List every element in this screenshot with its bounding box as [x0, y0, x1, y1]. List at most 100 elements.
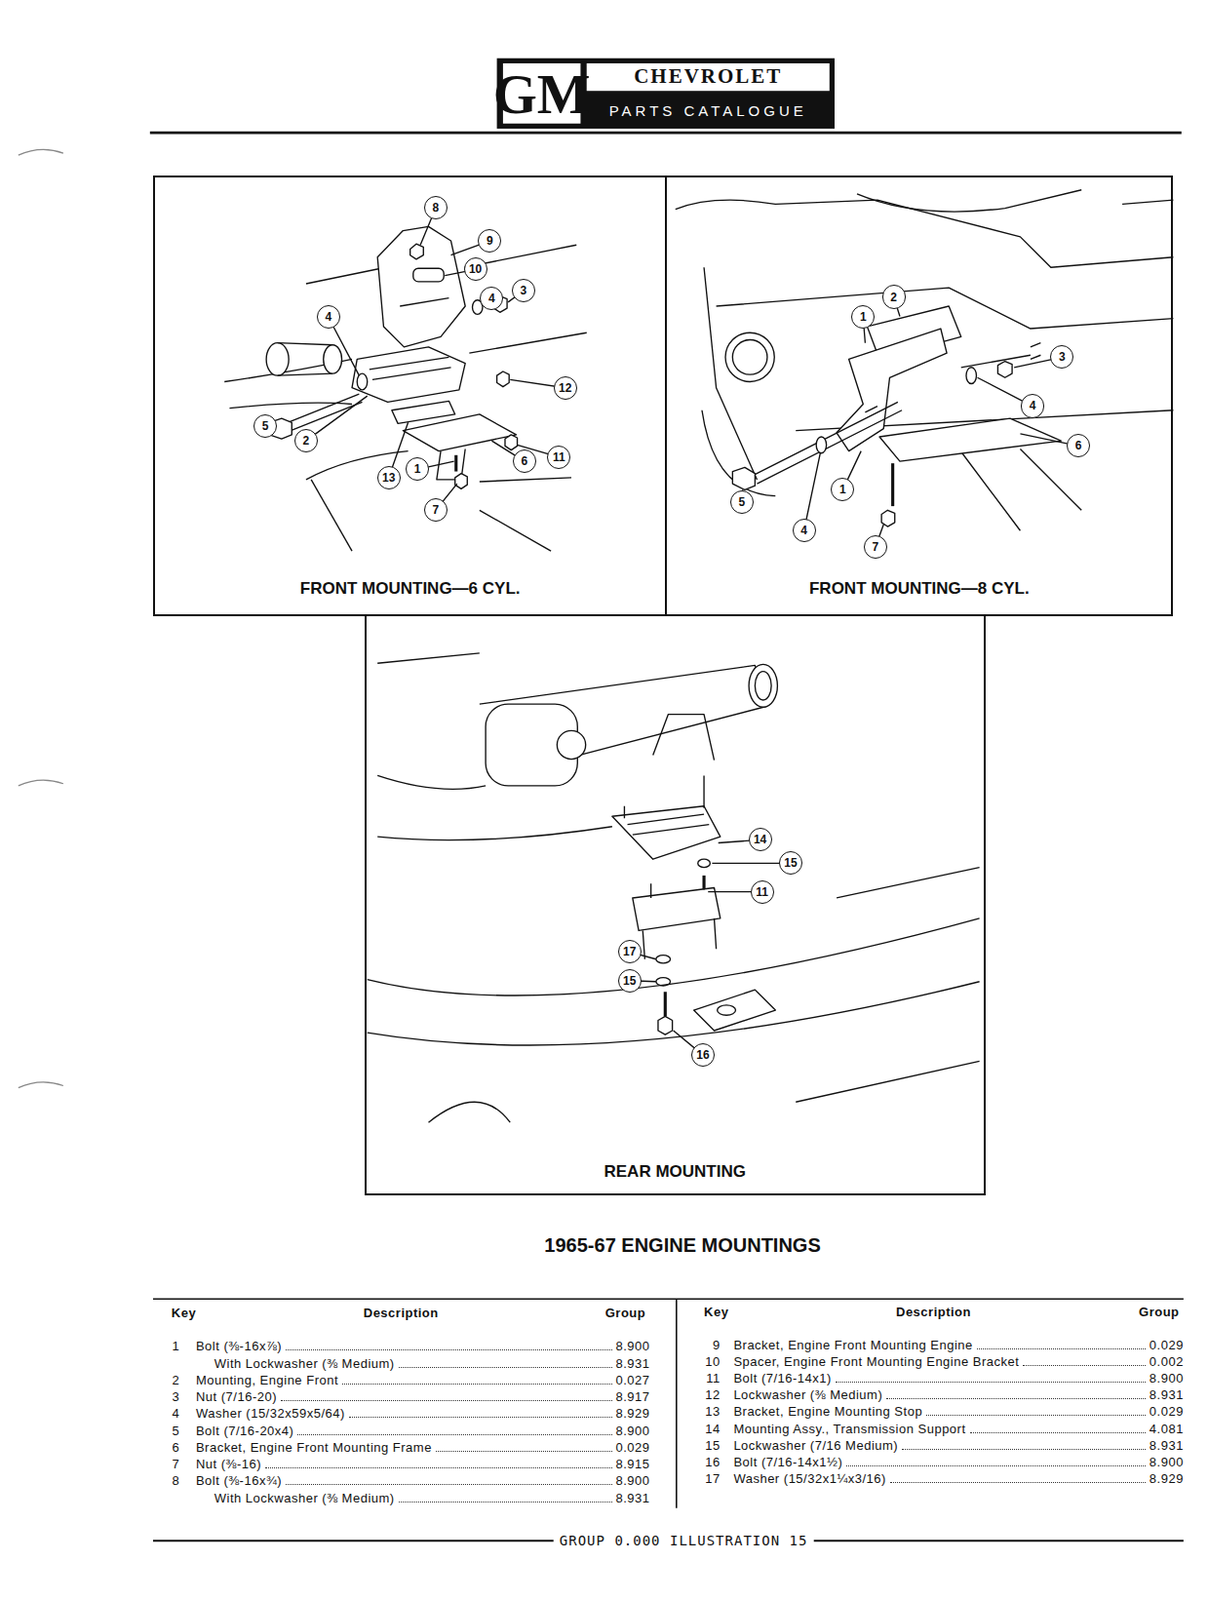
logo-mark: GM	[493, 61, 591, 127]
panel-caption: REAR MOUNTING	[599, 1162, 749, 1182]
parts-row: Bolt (⅜-16x⅞) 8.900	[195, 1338, 651, 1355]
callout-number: 3	[1058, 350, 1066, 363]
callout-number: 10	[468, 263, 482, 275]
group-number: 0.029	[1149, 1403, 1184, 1420]
group-number: 8.900	[616, 1423, 651, 1440]
binder-marks	[18, 149, 64, 1088]
leader-dots	[901, 1447, 1146, 1450]
key-number: 5	[150, 1423, 180, 1440]
group-number: 8.900	[1149, 1454, 1184, 1471]
part-description: Nut (⅜-16)	[195, 1456, 262, 1473]
callout-number: 11	[552, 451, 566, 464]
table-header: Description	[363, 1305, 439, 1321]
callout-number: 7	[431, 504, 439, 516]
leader-dots	[846, 1464, 1146, 1467]
callout-circle: 5	[253, 414, 277, 438]
group-number: 0.029	[1149, 1337, 1184, 1354]
leader-dots	[398, 1500, 613, 1503]
catalogue-name: PARTS CATALOGUE	[609, 102, 808, 119]
page-title: 1965-67 ENGINE MOUNTINGS	[544, 1233, 820, 1257]
callout-number: 16	[696, 1049, 709, 1061]
group-number: 8.915	[616, 1456, 651, 1473]
part-description: Spacer, Engine Front Mounting Engine Bra…	[733, 1354, 1019, 1370]
callout-number: 11	[755, 886, 769, 898]
parts-row: Washer (15/32x59x5/64) 8.929	[195, 1405, 651, 1422]
leader-dots	[1022, 1363, 1145, 1366]
callout-number: 17	[623, 945, 636, 958]
part-description: Lockwasher (⅜ Medium)	[733, 1387, 883, 1403]
callout-circle: 12	[553, 376, 578, 400]
group-number: 8.931	[616, 1356, 651, 1372]
callout-circle: 15	[779, 851, 803, 875]
callout-circle: 5	[730, 490, 754, 514]
callout-number: 7	[872, 541, 880, 553]
group-number: 8.929	[1149, 1471, 1184, 1487]
part-description: With Lockwasher (⅜ Medium)	[214, 1490, 395, 1507]
parts-row: Mounting, Engine Front0.027	[195, 1372, 651, 1389]
brand-name: CHEVROLET	[633, 64, 782, 88]
callout-circle: 3	[511, 278, 536, 303]
page-rules	[150, 132, 1184, 1541]
key-number: 6	[150, 1440, 180, 1456]
table-header: Key	[703, 1304, 729, 1320]
table-header: Key	[171, 1305, 196, 1321]
callout-circle: 16	[691, 1043, 715, 1067]
callout-number: 1	[839, 483, 847, 496]
leader-dots	[285, 1482, 612, 1485]
key-number: 10	[691, 1354, 721, 1370]
group-number: 0.002	[1149, 1354, 1184, 1370]
callout-circle: 15	[618, 969, 642, 993]
callout-circle: 13	[377, 466, 401, 490]
part-description: Washer (15/32x59x5/64)	[195, 1405, 346, 1422]
callout-circle: 1	[405, 457, 429, 481]
callout-number: 2	[890, 291, 897, 304]
eight-cyl-mount-drawing	[675, 190, 1174, 547]
leader-dots	[265, 1466, 612, 1469]
callout-circle: 2	[882, 284, 906, 309]
callout-number: 8	[431, 201, 439, 214]
rear-mount-drawing	[367, 653, 980, 1123]
callout-circle: 9	[477, 229, 502, 253]
table-header: Group	[1138, 1304, 1180, 1320]
callout-circle: 1	[851, 305, 875, 329]
part-description: Bracket, Engine Mounting Stop	[733, 1403, 923, 1420]
group-number: 8.931	[1149, 1438, 1184, 1454]
part-description: With Lockwasher (⅜ Medium)	[214, 1356, 395, 1372]
group-number: 8.929	[616, 1405, 651, 1422]
leader-dots	[835, 1380, 1146, 1383]
callout-number: 4	[800, 524, 808, 537]
part-description: Bolt (7/16-14x1½)	[733, 1454, 843, 1471]
callout-circle: 4	[792, 518, 817, 543]
parts-row: Bolt (7/16-14x1½) 8.900	[733, 1454, 1183, 1471]
callout-number: 13	[382, 471, 395, 484]
leader-dots	[342, 1382, 612, 1385]
callout-circle: 7	[424, 498, 448, 522]
key-number: 13	[691, 1403, 721, 1420]
leader-dots	[890, 1480, 1146, 1483]
key-number: 8	[150, 1473, 180, 1489]
callout-number: 14	[753, 833, 767, 846]
callout-circle: 11	[546, 445, 571, 469]
parts-row: Washer (15/32x1¼x3/16)8.929	[733, 1471, 1183, 1487]
callout-circle: 4	[1020, 393, 1045, 418]
key-number: 3	[150, 1389, 180, 1405]
parts-row: Lockwasher (⅜ Medium)8.931	[733, 1387, 1183, 1403]
callout-circle: 7	[863, 535, 888, 559]
panel-caption: FRONT MOUNTING—8 CYL.	[805, 579, 1034, 599]
part-description: Bracket, Engine Front Mounting Engine	[733, 1337, 973, 1354]
key-number: 12	[691, 1387, 721, 1403]
callout-number: 5	[262, 420, 270, 432]
part-description: Bolt (⅜-16x⅞)	[195, 1338, 282, 1355]
illustration-panel: FRONT MOUNTING—6 CYL.891043451221161317	[153, 175, 667, 617]
group-number: 8.900	[616, 1338, 651, 1355]
callout-circle: 6	[1066, 433, 1091, 458]
group-number: 0.027	[616, 1372, 651, 1389]
leader-dots	[970, 1431, 1146, 1434]
callout-circle: 8	[424, 195, 448, 220]
callout-circle: 3	[1050, 345, 1074, 369]
leader-dots	[435, 1449, 613, 1452]
table-header: Description	[896, 1304, 972, 1320]
parts-row: Bracket, Engine Front Mounting Frame0.02…	[195, 1440, 651, 1456]
leader-dots	[886, 1397, 1146, 1400]
callout-circle: 4	[316, 305, 341, 329]
